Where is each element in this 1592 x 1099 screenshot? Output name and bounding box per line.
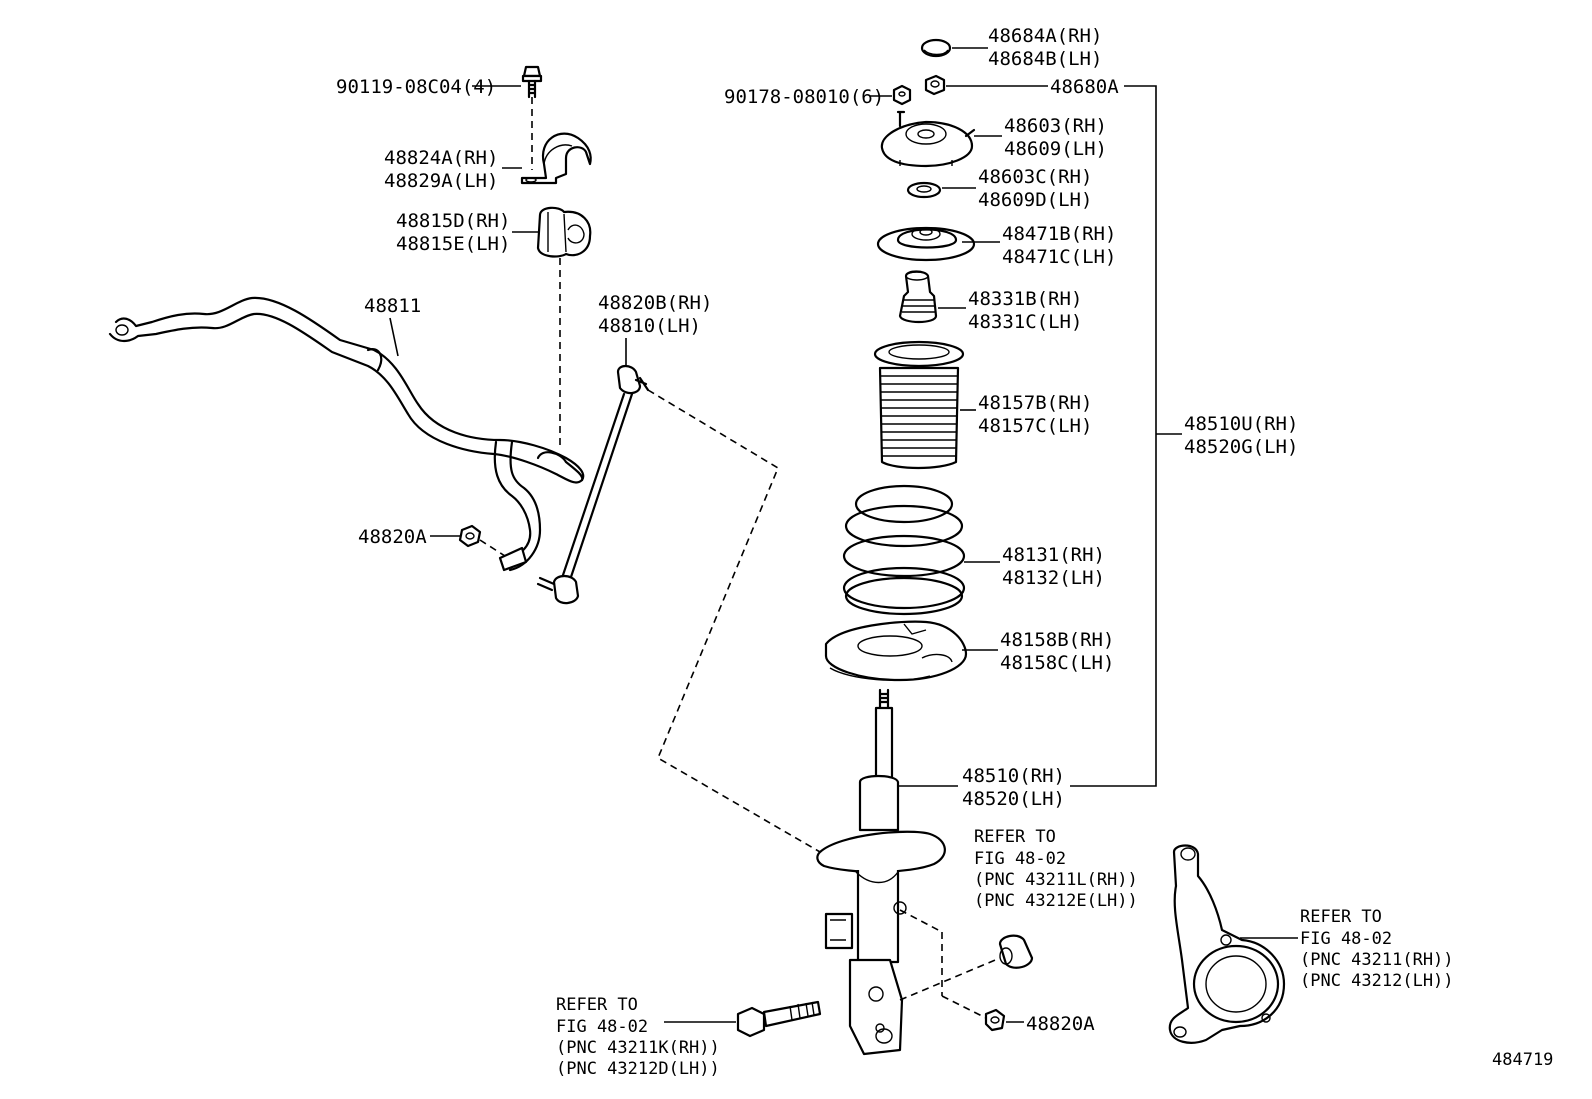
refer-line: REFER TO	[556, 995, 638, 1015]
refer-line: FIG 48-02	[1300, 929, 1392, 949]
nut-90178-part[interactable]	[892, 84, 912, 106]
label-upper-seat-lh: 48471C(LH)	[1002, 246, 1116, 268]
stabilizer-bushing-part[interactable]	[536, 206, 592, 258]
label-assembly-lh: 48520G(LH)	[1184, 436, 1298, 458]
diagram-number: 484719	[1492, 1050, 1553, 1070]
steering-knuckle-part[interactable]	[1168, 844, 1286, 1044]
label-bushing-rh: 48815D(RH)	[396, 210, 510, 232]
refer-line: REFER TO	[974, 827, 1056, 847]
label-nut-48820A-right: 48820A	[1026, 1013, 1095, 1035]
label-boot-rh: 48157B(RH)	[978, 392, 1092, 414]
label-bolt-90119: 90119-08C04(4)	[336, 76, 496, 98]
dust-boot-part[interactable]	[873, 340, 965, 470]
bump-stopper-part[interactable]	[898, 270, 938, 324]
nut-48820A-right-part[interactable]	[984, 1008, 1006, 1032]
refer-note-bolt: REFER TO FIG 48-02 (PNC 43211K(RH)) (PNC…	[556, 995, 720, 1079]
label-link-rh: 48820B(RH)	[598, 292, 712, 314]
label-cap-lh: 48684B(LH)	[988, 48, 1102, 70]
refer-line: (PNC 43212D(LH))	[556, 1059, 720, 1079]
shock-absorber-strut-part[interactable]	[816, 688, 946, 1056]
strut-mount-cap-part[interactable]	[920, 38, 952, 58]
refer-line: REFER TO	[1300, 907, 1382, 927]
coil-spring-part[interactable]	[842, 484, 966, 616]
label-spring-rh: 48131(RH)	[1002, 544, 1105, 566]
label-nut-48820A-left: 48820A	[358, 526, 427, 548]
label-stabilizer-bar: 48811	[364, 295, 421, 317]
label-nut-90178: 90178-08010(6)	[724, 86, 884, 108]
refer-note-strut-bracket: REFER TO FIG 48-02 (PNC 43211L(RH)) (PNC…	[974, 827, 1138, 911]
label-strut-rh: 48510(RH)	[962, 765, 1065, 787]
refer-note-knuckle: REFER TO FIG 48-02 (PNC 43211(RH)) (PNC …	[1300, 907, 1454, 991]
strut-bearing-part[interactable]	[906, 181, 942, 199]
nut-48680A-part[interactable]	[924, 74, 946, 96]
label-boot-lh: 48157C(LH)	[978, 415, 1092, 437]
label-bearing-rh: 48603C(RH)	[978, 166, 1092, 188]
label-lower-insulator-lh: 48158C(LH)	[1000, 652, 1114, 674]
refer-line: (PNC 43211K(RH))	[556, 1038, 720, 1058]
suspension-support-part[interactable]	[880, 110, 976, 168]
label-bump-stop-rh: 48331B(RH)	[968, 288, 1082, 310]
bolt-90119-part[interactable]	[521, 65, 543, 99]
label-bracket-lh: 48829A(LH)	[384, 170, 498, 192]
refer-line: (PNC 43211(RH))	[1300, 950, 1454, 970]
refer-line: (PNC 43211L(RH))	[974, 870, 1138, 890]
refer-line: (PNC 43212(LH))	[1300, 971, 1454, 991]
label-bracket-rh: 48824A(RH)	[384, 147, 498, 169]
label-upper-seat-rh: 48471B(RH)	[1002, 223, 1116, 245]
lower-insulator-part[interactable]	[824, 620, 968, 682]
strut-mounting-bolt-part[interactable]	[736, 1000, 822, 1038]
refer-line: FIG 48-02	[974, 849, 1066, 869]
label-bushing-lh: 48815E(LH)	[396, 233, 510, 255]
label-assembly-rh: 48510U(RH)	[1184, 413, 1298, 435]
label-bearing-lh: 48609D(LH)	[978, 189, 1092, 211]
strut-bushing-part[interactable]	[998, 934, 1034, 969]
upper-spring-seat-part[interactable]	[876, 226, 976, 262]
label-spring-lh: 48132(LH)	[1002, 567, 1105, 589]
stabilizer-bar-part[interactable]	[108, 296, 585, 572]
label-cap-rh: 48684A(RH)	[988, 25, 1102, 47]
label-strut-lh: 48520(LH)	[962, 788, 1065, 810]
nut-48820A-left-part[interactable]	[458, 524, 482, 548]
label-bump-stop-lh: 48331C(LH)	[968, 311, 1082, 333]
label-support-lh: 48609(LH)	[1004, 138, 1107, 160]
label-link-lh: 48810(LH)	[598, 315, 701, 337]
refer-line: (PNC 43212E(LH))	[974, 891, 1138, 911]
label-support-rh: 48603(RH)	[1004, 115, 1107, 137]
stabilizer-link-part[interactable]	[536, 364, 650, 605]
label-lower-insulator-rh: 48158B(RH)	[1000, 629, 1114, 651]
refer-line: FIG 48-02	[556, 1017, 648, 1037]
stabilizer-bracket-part[interactable]	[520, 132, 592, 185]
label-nut-48680A: 48680A	[1050, 76, 1119, 98]
